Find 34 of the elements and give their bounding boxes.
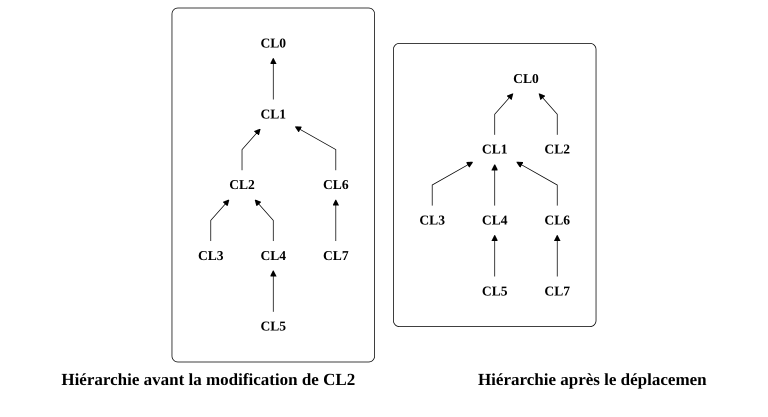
node-text: CL3 [419,212,446,228]
node-text: CL6 [544,212,570,228]
node-text: CL4 [260,248,286,263]
arrow [242,128,261,171]
node-text: CL2 [229,177,255,192]
arrow [538,93,558,136]
node-text: CL7 [544,283,570,298]
arrow [332,199,340,242]
node-text: CL2 [544,142,570,157]
arrow [554,234,561,277]
arrow [254,199,274,242]
node-text: CL5 [260,318,286,334]
node-text: CL4 [482,212,508,228]
node-text: CL7 [322,248,349,263]
node-text: CL0 [513,70,539,86]
cluster [393,43,596,327]
node-text: CL1 [260,106,286,122]
node-text: CL5 [482,283,508,298]
arrow [432,162,474,206]
caption: Hiérarchie avant la modification de CL2 [61,370,356,390]
arrow [270,58,277,100]
node-text: CL1 [482,142,508,157]
node-text: CL3 [198,248,224,263]
cluster [172,8,375,362]
arrow [494,93,514,136]
arrow [516,162,558,206]
arrow [491,234,498,277]
arrow [491,164,498,206]
arrow [210,199,230,242]
node-text: CL6 [322,177,349,192]
node-text: CL0 [260,36,286,51]
caption: Hiérarchie après le déplacemen [478,370,707,390]
arrow [294,126,336,171]
arrow [270,270,277,312]
